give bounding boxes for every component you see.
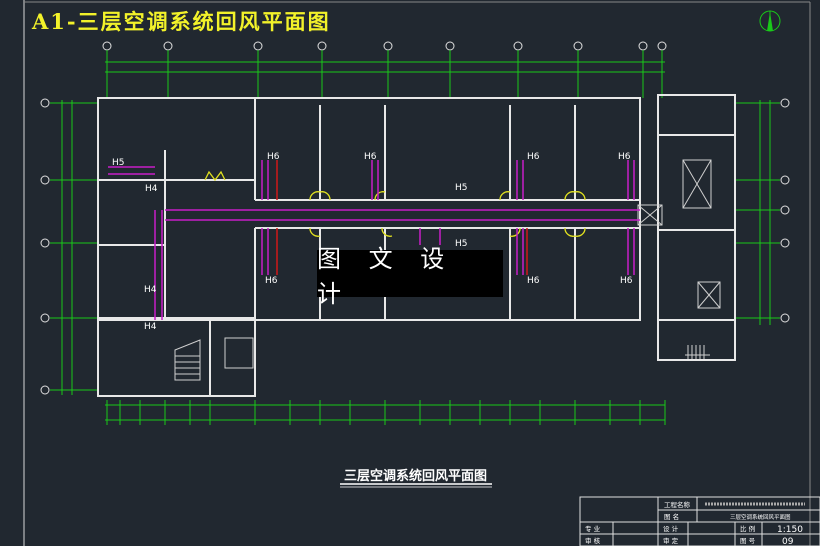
axis-marker	[780, 313, 790, 323]
duct-label: H6	[527, 276, 540, 286]
title-block	[579, 496, 820, 546]
duct-labels: H5 H4 H6 H6 H5 H6 H6 H5 H4 H4 H6 H6 H6	[112, 152, 633, 332]
sheet-title: A1-三层空调系统回风平面图	[32, 9, 331, 34]
duct-label: H4	[144, 322, 157, 332]
dimension-lines	[61, 61, 771, 425]
drawing-no-value: 09	[782, 537, 794, 546]
building-walls	[97, 94, 736, 397]
project-name-label: 工程名称	[664, 500, 691, 509]
axis-marker	[102, 41, 112, 51]
return-air-ducts	[108, 160, 640, 320]
axis-marker	[253, 41, 263, 51]
axis-marker	[40, 385, 50, 395]
axis-marker	[40, 313, 50, 323]
axis-marker	[383, 41, 393, 51]
axis-marker	[780, 205, 790, 215]
axis-marker	[40, 175, 50, 185]
axis-markers	[40, 41, 790, 395]
axis-marker	[573, 41, 583, 51]
axis-marker	[780, 98, 790, 108]
axis-marker	[40, 98, 50, 108]
duct-label: H6	[267, 152, 280, 162]
approve-label: 审 定	[663, 536, 679, 545]
duct-label: H6	[618, 152, 631, 162]
duct-label: H6	[527, 152, 540, 162]
duct-label: H6	[364, 152, 377, 162]
specialty-label: 专 业	[585, 524, 601, 533]
sheet-frame	[23, 0, 811, 546]
axis-marker	[638, 41, 648, 51]
axis-marker	[317, 41, 327, 51]
review-label: 审 核	[585, 536, 601, 545]
watermark: 图 文 设 计	[317, 245, 503, 308]
axis-marker	[657, 41, 667, 51]
drawing-name-label: 图 名	[664, 512, 679, 521]
duct-label: H4	[144, 285, 157, 295]
axis-marker	[445, 41, 455, 51]
drawing-name-value: 三层空调系统回风平面图	[730, 513, 791, 521]
design-label: 设 计	[663, 524, 679, 533]
axis-marker	[780, 175, 790, 185]
axis-marker	[163, 41, 173, 51]
drawing-no-label: 图 号	[740, 537, 756, 545]
scale-label: 比 例	[740, 524, 755, 533]
duct-label: H6	[620, 276, 633, 286]
axis-marker	[780, 238, 790, 248]
scale-value: 1:150	[777, 525, 803, 535]
duct-label: H6	[265, 276, 278, 286]
axis-marker	[40, 238, 50, 248]
axis-marker	[513, 41, 523, 51]
duct-label: H5	[455, 239, 468, 249]
drawing-title: 三层空调系统回风平面图	[344, 469, 488, 484]
duct-label: H5	[455, 183, 468, 193]
duct-label: H5	[112, 158, 125, 168]
north-arrow-icon	[759, 10, 781, 32]
duct-label: H4	[145, 184, 158, 194]
